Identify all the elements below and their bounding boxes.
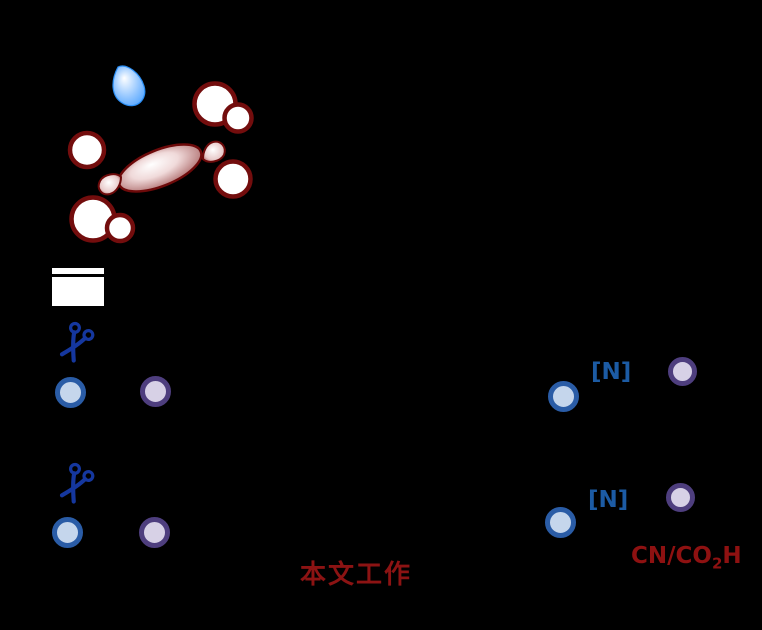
blue-substituent-node <box>52 517 83 548</box>
blue-substituent-node <box>55 377 86 408</box>
purple-substituent-node <box>140 376 171 407</box>
blue-substituent-node <box>545 507 576 538</box>
cn-co2h-label: CN/CO2H <box>631 543 742 573</box>
box-divider-line <box>52 274 104 277</box>
back-lobe-left <box>97 173 123 196</box>
droplet-orbital-icon <box>112 65 146 107</box>
cn-co2h-subscript: 2 <box>711 554 723 573</box>
blue-substituent-node <box>548 381 579 412</box>
n-bracket-label: [N] <box>588 487 629 513</box>
atom-sphere <box>104 212 136 244</box>
white-label-box <box>52 268 104 306</box>
n-bracket-label: [N] <box>591 359 632 385</box>
cn-co2h-prefix: CN/CO <box>631 543 712 569</box>
scissors-icon <box>59 321 95 363</box>
purple-substituent-node <box>668 357 697 386</box>
purple-substituent-node <box>666 483 695 512</box>
cn-co2h-suffix: H <box>722 543 742 569</box>
sigma-bond-orbital-graphic <box>67 65 254 244</box>
back-lobe-right <box>201 140 226 163</box>
this-work-label: 本文工作 <box>300 560 413 590</box>
atom-sphere <box>67 130 107 170</box>
purple-substituent-node <box>139 517 170 548</box>
atom-sphere <box>213 159 253 199</box>
atom-sphere <box>222 102 254 134</box>
scissors-icon <box>59 462 95 504</box>
sigma-bond-lobe <box>117 143 203 193</box>
